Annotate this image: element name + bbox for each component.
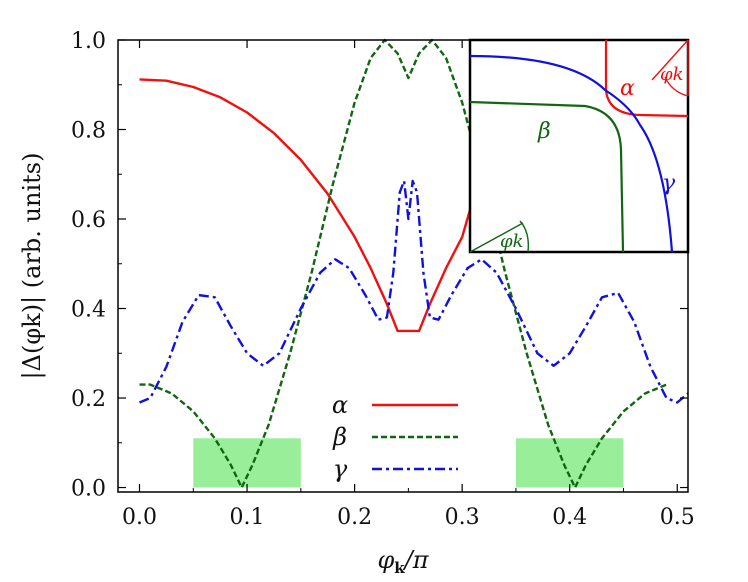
y-tick-label: 0.2 — [71, 387, 106, 412]
inset-frame — [468, 38, 690, 254]
x-tick-label: 0.2 — [337, 505, 372, 530]
y-tick-label: 1.0 — [71, 29, 106, 54]
shaded-region-2 — [515, 438, 624, 488]
inset-beta-label: β — [537, 119, 551, 144]
x-tick-label: 0.4 — [552, 505, 587, 530]
series-line-gamma — [139, 179, 689, 404]
y-tick-label: 0.6 — [71, 208, 106, 233]
inset-beta-curve — [469, 100, 625, 253]
y-tick-label: 0.8 — [71, 119, 106, 144]
x-axis-label: φk/π — [377, 546, 429, 577]
series-line-alpha — [139, 78, 487, 333]
inset-phi-top-label: φk — [660, 64, 684, 85]
y-tick-label: 0.0 — [71, 477, 106, 502]
legend-label-beta: β — [332, 423, 347, 451]
legend-label-gamma: γ — [333, 455, 348, 483]
inset-alpha-ray — [651, 39, 689, 81]
inset-alpha-label: α — [620, 76, 635, 101]
x-tick-label: 0.5 — [660, 505, 695, 530]
tick-labels: 0.0 0.1 0.2 0.3 0.4 0.5 0.0 0.2 0.4 0.6 0.8 1.0 — [71, 29, 695, 530]
x-tick-label: 0.0 — [122, 505, 157, 530]
plot-frame — [117, 39, 689, 493]
legend-label-alpha: α — [332, 391, 348, 419]
inset-gamma-label: γ — [662, 171, 676, 196]
inset-phi-bottom-label: φk — [500, 231, 524, 252]
y-tick-label: 0.4 — [71, 298, 106, 323]
shaded-regions — [193, 438, 624, 488]
inset-gamma-curve — [469, 54, 674, 253]
x-tick-label: 0.3 — [445, 505, 480, 530]
inset-beta-ray — [469, 222, 524, 253]
series-line-beta — [139, 38, 667, 489]
series-group — [139, 38, 689, 489]
y-axis-label: |Δ(φk)| (arb. units) — [18, 153, 47, 380]
inset: α β γ φk φk — [468, 38, 690, 254]
legend: αβγ — [332, 391, 458, 483]
inset-beta-arc — [519, 220, 530, 253]
inset-alpha-arc — [664, 76, 689, 97]
x-tick-label: 0.1 — [230, 505, 265, 530]
shaded-region-1 — [193, 438, 301, 488]
